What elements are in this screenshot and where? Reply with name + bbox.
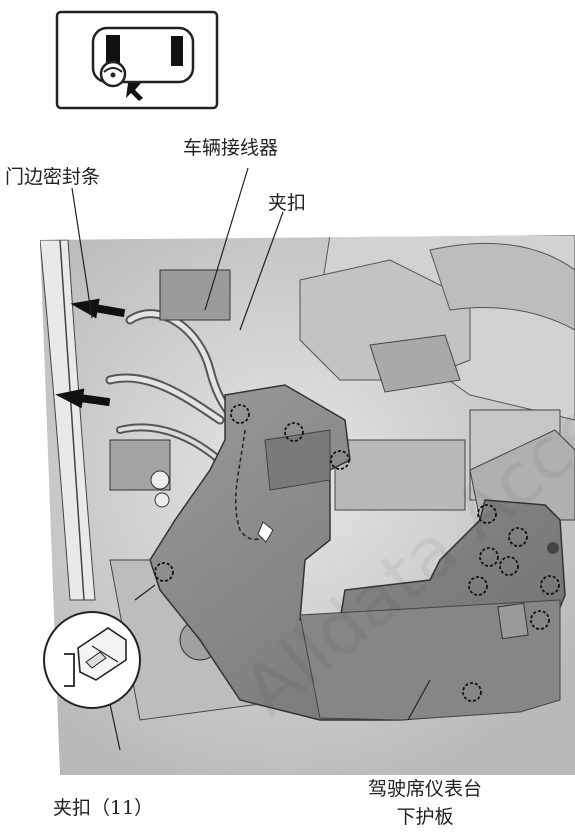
door-seal-arrows [55,298,126,409]
arrow-left-icon [55,388,111,409]
door-seal-label: 门边密封条 [5,166,101,188]
cursor-arrow-icon [126,83,143,101]
leader-lines [71,167,431,751]
panel-label-line1: 驾驶席仪表台 [367,778,482,800]
vehicle-location-inset [55,10,219,110]
star-marker-icon [257,521,274,543]
lower-instrument-panel-cover [149,384,566,721]
clip-label: 夹扣 [268,192,307,214]
vehicle-connector-label: 车辆接线器 [183,137,279,159]
arrow-left-icon [70,298,126,319]
clip-detail-callout [43,611,141,709]
clip-count-label: 夹扣（11） [53,797,154,819]
clip-markers [154,404,560,702]
panel-label-line2: 下护板 [396,806,454,828]
